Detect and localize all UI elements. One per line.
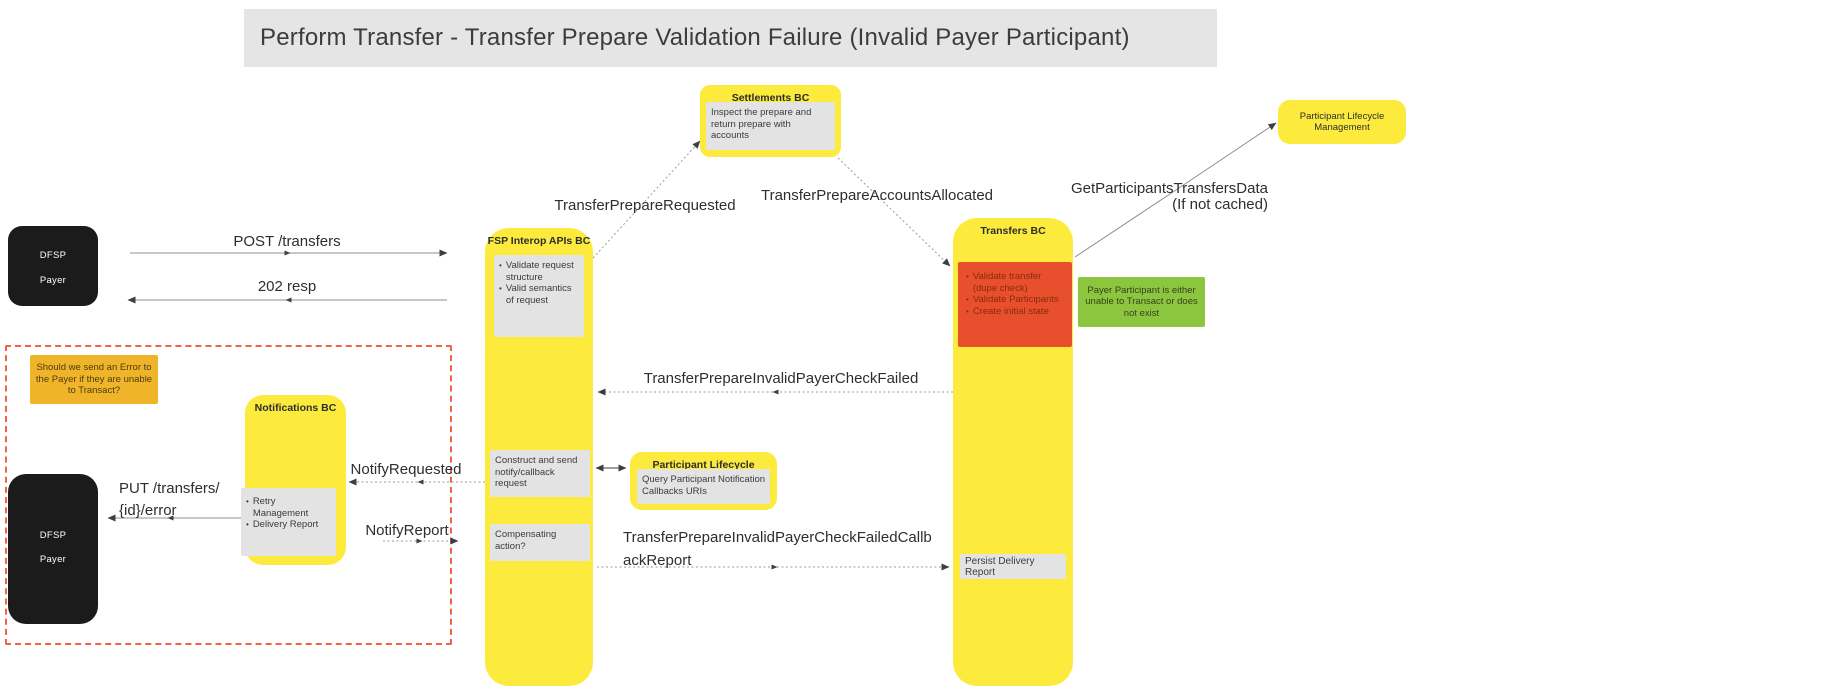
- transfers-persist-task-text: Persist Delivery Report: [965, 555, 1035, 579]
- message-get-participants-transfers-data[interactable]: GetParticipantsTransfersData (If not cac…: [1071, 181, 1268, 213]
- settlements-bc-header: Settlements BC: [731, 92, 810, 104]
- fsp-construct-task-text: Construct and send notify/callback reque…: [495, 455, 578, 489]
- message-put-line2: {id}/error: [119, 502, 177, 519]
- fsp-compensating-task[interactable]: Compensating action?: [490, 524, 590, 561]
- bullet-icon: •: [246, 497, 249, 506]
- transfers-bc-header: Transfers BC: [980, 225, 1046, 237]
- participant-lifecycle-task-text: Query Participant Notification Callbacks…: [642, 474, 766, 497]
- fsp-validate-bullet-2: •Valid semantics of request: [499, 283, 572, 306]
- message-get-participants-line2: (If not cached): [1172, 196, 1268, 213]
- message-post-transfers[interactable]: POST /transfers: [233, 233, 341, 250]
- message-callback-line2: ackReport: [623, 552, 692, 569]
- notifications-bc-header: Notifications BC: [254, 402, 337, 414]
- bullet-icon: •: [966, 295, 969, 304]
- message-transfer-prepare-accounts-allocated[interactable]: TransferPrepareAccountsAllocated: [760, 187, 994, 204]
- fsp-validate-task[interactable]: •Validate request structure •Valid seman…: [494, 255, 584, 337]
- send-error-question-note[interactable]: Should we send an Error to the Payer if …: [30, 355, 158, 404]
- dfsp-label: DFSP: [39, 530, 67, 541]
- notifications-bullet-2: •Delivery Report: [246, 519, 319, 530]
- settlements-bc-task-text: Inspect the prepare and return prepare w…: [711, 107, 812, 141]
- fsp-interop-apis-bc-lane[interactable]: FSP Interop APIs BC •Validate request st…: [485, 228, 593, 686]
- settlements-bc-task[interactable]: Inspect the prepare and return prepare w…: [706, 102, 835, 150]
- diagram-title: Perform Transfer - Transfer Prepare Vali…: [244, 9, 1217, 67]
- participant-lifecycle-header: Participant Lifecycle: [652, 459, 755, 471]
- payer-label: Payer: [39, 554, 67, 565]
- participant-lifecycle-management-node[interactable]: Participant Lifecycle Management: [1278, 100, 1406, 144]
- fsp-compensating-task-text: Compensating action?: [495, 529, 557, 552]
- bullet-icon: •: [966, 306, 969, 316]
- message-202-resp[interactable]: 202 resp: [257, 278, 317, 295]
- diagram-title-text: Perform Transfer - Transfer Prepare Vali…: [260, 24, 1130, 51]
- transfers-bullet-2: •Validate Participants: [966, 294, 1059, 305]
- fsp-construct-task[interactable]: Construct and send notify/callback reque…: [490, 450, 590, 497]
- transfers-bc-lane[interactable]: Transfers BC •Validate transfer (dupe ch…: [953, 218, 1073, 686]
- message-notify-report[interactable]: NotifyReport: [365, 522, 449, 539]
- dfsp-label: DFSP: [39, 250, 67, 261]
- dfsp-payer-actor-bottom[interactable]: DFSP Payer: [8, 474, 98, 624]
- participant-lifecycle-node[interactable]: Participant Lifecycle Query Participant …: [630, 452, 777, 510]
- transfers-bullet-1: •Validate transfer (dupe check): [966, 271, 1042, 294]
- settlements-bc-node[interactable]: Settlements BC Inspect the prepare and r…: [700, 85, 841, 157]
- message-transfer-prepare-requested[interactable]: TransferPrepareRequested: [554, 197, 736, 214]
- send-error-question-note-text: Should we send an Error to the Payer if …: [35, 362, 153, 397]
- notifications-bullet-1: •Retry Management: [246, 496, 309, 519]
- bullet-icon: •: [966, 272, 969, 281]
- message-callback-report[interactable]: TransferPrepareInvalidPayerCheckFailedCa…: [623, 526, 932, 572]
- message-callback-line1: TransferPrepareInvalidPayerCheckFailedCa…: [623, 529, 932, 546]
- notifications-tasks[interactable]: •Retry Management •Delivery Report: [241, 488, 336, 556]
- message-invalid-payer-check-failed[interactable]: TransferPrepareInvalidPayerCheckFailed: [643, 370, 919, 387]
- message-put-line1: PUT /transfers/: [119, 480, 220, 497]
- payer-participant-note[interactable]: Payer Participant is either unable to Tr…: [1078, 277, 1205, 327]
- dashed-highlight-region[interactable]: [5, 345, 452, 645]
- participant-lifecycle-management-label: Participant Lifecycle Management: [1299, 110, 1385, 134]
- message-put-transfers-error[interactable]: PUT /transfers/ {id}/error: [119, 478, 220, 522]
- message-get-participants-line1: GetParticipantsTransfersData: [1070, 180, 1268, 197]
- payer-participant-note-text: Payer Participant is either unable to Tr…: [1085, 284, 1198, 319]
- fsp-validate-bullet-1: •Validate request structure: [499, 260, 574, 283]
- transfers-persist-task[interactable]: Persist Delivery Report: [960, 554, 1066, 579]
- participant-lifecycle-task[interactable]: Query Participant Notification Callbacks…: [637, 469, 770, 504]
- bullet-icon: •: [499, 284, 502, 293]
- message-notify-requested[interactable]: NotifyRequested: [350, 461, 462, 478]
- notifications-bc-node[interactable]: Notifications BC •Retry Management •Deli…: [241, 395, 346, 565]
- fsp-interop-apis-bc-header: FSP Interop APIs BC: [487, 235, 591, 247]
- dfsp-payer-actor-top[interactable]: DFSP Payer: [8, 226, 98, 306]
- transfers-bullet-3: •Create initial state: [966, 305, 1049, 317]
- bullet-icon: •: [499, 261, 502, 270]
- transfers-validate-task-failed[interactable]: •Validate transfer (dupe check) •Validat…: [958, 262, 1072, 347]
- payer-label: Payer: [39, 275, 67, 286]
- bullet-icon: •: [246, 520, 249, 529]
